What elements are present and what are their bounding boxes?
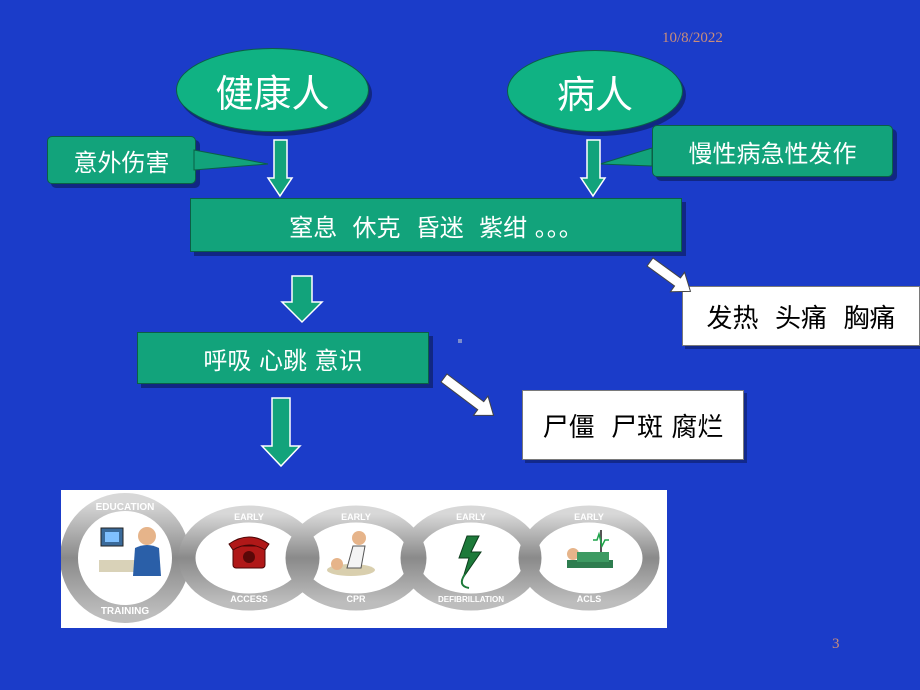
vital-signs-label: 呼吸 心跳 意识 (203, 346, 363, 375)
sick-person-node: 病人 (507, 50, 683, 132)
fever-box: 发热 头痛 胸痛 (682, 286, 920, 346)
chain-link-1-top: EDUCATION (96, 502, 155, 513)
down-arrow-chain (260, 397, 302, 468)
chain-link-1 (60, 493, 190, 623)
healthy-person-node: 健康人 (176, 48, 369, 132)
healthy-person-label: 健康人 (215, 71, 330, 116)
chronic-callout: 慢性病急性发作 (652, 125, 893, 177)
chain-link-4-bottom: DEFIBRILLATION (438, 595, 504, 604)
accident-callout: 意外伤害 (47, 136, 196, 184)
diagonal-arrow-death (440, 373, 495, 416)
accident-label: 意外伤害 (73, 148, 170, 177)
stray-dot (458, 339, 462, 343)
telephone-icon (228, 536, 270, 569)
accident-callout-pointer (193, 149, 269, 171)
lightning-bolt-icon (458, 535, 482, 589)
chain-link-1-bottom: TRAINING (101, 606, 150, 617)
death-signs-box: 尸僵 尸斑 腐烂 (522, 390, 744, 460)
down-arrow-vitals (280, 275, 324, 324)
sick-person-label: 病人 (556, 72, 633, 117)
chain-of-survival-image: EDUCATION TRAINING EARLY ACCESS EARLY CP… (60, 490, 667, 628)
person-at-computer-icon (99, 527, 161, 576)
chain-of-survival-graphic: EDUCATION TRAINING EARLY ACCESS EARLY CP… (60, 493, 660, 623)
chronic-label: 慢性病急性发作 (688, 139, 857, 168)
symptoms-label: 窒息 休克 昏迷 紫绀 。。。 (289, 213, 583, 242)
page-number: 3 (832, 636, 840, 652)
chain-link-2 (178, 505, 320, 611)
chain-link-5-bottom: ACLS (577, 594, 602, 604)
chain-link-3 (285, 505, 427, 611)
chain-link-2-top: EARLY (234, 512, 264, 522)
down-arrow-healthy (266, 139, 294, 198)
chain-link-5-top: EARLY (574, 512, 604, 522)
chain-link-5 (518, 505, 660, 611)
fever-label: 发热 头痛 胸痛 (706, 303, 896, 334)
chronic-callout-pointer (599, 147, 653, 167)
chain-link-2-bottom: ACCESS (230, 594, 268, 604)
symptoms-box: 窒息 休克 昏迷 紫绀 。。。 (190, 198, 682, 252)
chain-link-4-top: EARLY (456, 512, 486, 522)
chain-link-3-top: EARLY (341, 512, 371, 522)
chain-link-3-bottom: CPR (346, 594, 366, 604)
patient-stretcher-icon (567, 530, 613, 568)
cpr-rescuer-icon (327, 531, 375, 576)
down-arrow-sick (579, 139, 607, 198)
vital-signs-box: 呼吸 心跳 意识 (137, 332, 429, 384)
slide-date: 10/8/2022 (662, 30, 723, 46)
diagonal-arrow-fever (646, 257, 692, 293)
death-signs-label: 尸僵 尸斑 腐烂 (542, 412, 724, 443)
